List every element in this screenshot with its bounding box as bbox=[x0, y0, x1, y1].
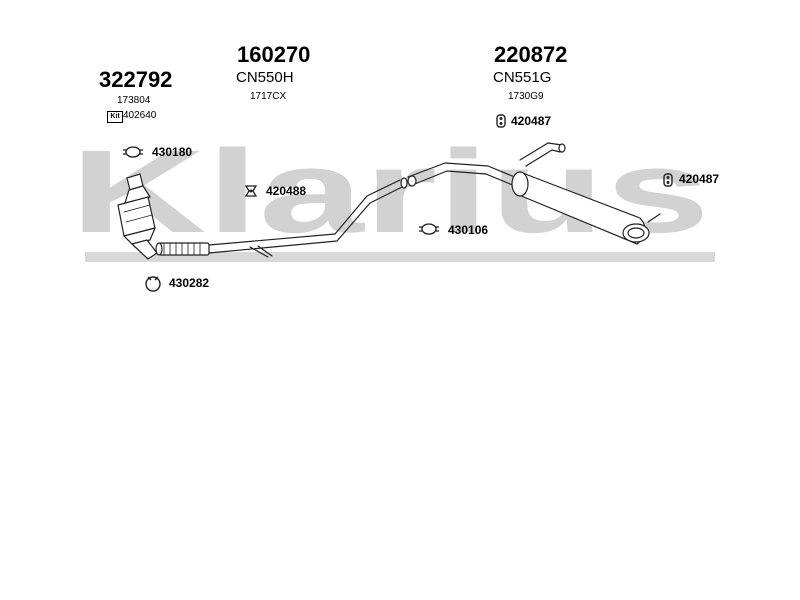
rear-silencer-part-number: 220872 bbox=[494, 42, 568, 67]
clamp-middle-label: 430106 bbox=[448, 223, 489, 237]
clamp-icon bbox=[123, 146, 143, 158]
rubber-mount-icon bbox=[244, 185, 258, 197]
kit-number: 402640 bbox=[123, 110, 157, 121]
clamp-icon bbox=[419, 223, 439, 235]
rear-silencer-part bbox=[511, 171, 661, 245]
mount-middle-label: 420488 bbox=[266, 184, 307, 198]
flex-pipe-part bbox=[155, 242, 210, 256]
rear-silencer-ref-code: 1730G9 bbox=[508, 91, 544, 102]
catalytic-converter-part bbox=[117, 173, 158, 260]
middle-pipe-ref-code: 1717CX bbox=[250, 91, 287, 102]
hanger-top-label: 420487 bbox=[511, 114, 552, 128]
rubber-hanger-icon bbox=[663, 173, 673, 187]
catalyst-ref-code: 173804 bbox=[117, 95, 151, 106]
kit-badge: Kit bbox=[107, 111, 123, 123]
middle-pipe-code: CN550H bbox=[236, 69, 294, 86]
catalyst-part-number: 322792 bbox=[99, 67, 173, 92]
rear-pipe-part bbox=[407, 142, 566, 187]
middle-pipe-part-number: 160270 bbox=[237, 42, 311, 67]
watermark: Klarius bbox=[70, 126, 710, 258]
rubber-hanger-icon bbox=[496, 114, 506, 128]
middle-pipe-part bbox=[208, 177, 408, 258]
clamp-ring-icon bbox=[145, 276, 161, 292]
clamp-top-label: 430180 bbox=[152, 145, 193, 159]
watermark-underline bbox=[85, 252, 715, 262]
hanger-right-label: 420487 bbox=[679, 172, 720, 186]
clamp-bottom-label: 430282 bbox=[169, 276, 210, 290]
rear-silencer-code: CN551G bbox=[493, 69, 552, 86]
